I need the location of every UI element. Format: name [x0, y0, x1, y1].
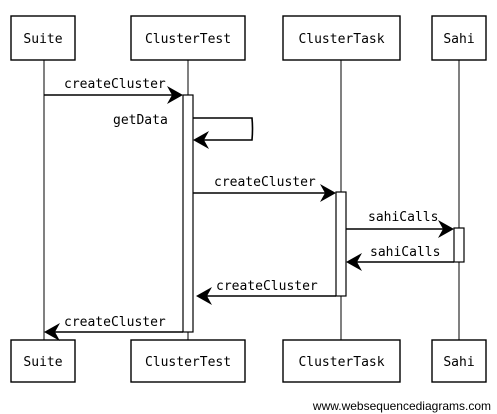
participant-suite-top: Suite [10, 15, 76, 61]
watermark-text: www.websequencediagrams.com [312, 399, 491, 413]
message-create-cluster-6: createCluster [196, 279, 336, 305]
participant-label: Sahi [443, 32, 474, 47]
arrow-head [196, 287, 212, 305]
message-label: createCluster [64, 77, 166, 92]
message-sahi-calls-5: sahiCalls [346, 245, 454, 271]
message-label: sahiCalls [368, 210, 438, 225]
participant-label: ClusterTask [298, 355, 384, 370]
participant-box [130, 15, 246, 61]
message-create-cluster-1: createCluster [44, 77, 183, 104]
message-label: createCluster [216, 279, 318, 294]
message-get-data-2: getData [113, 113, 254, 149]
participant-label: Suite [23, 355, 62, 370]
participant-box [431, 15, 487, 61]
arrow-head [320, 184, 336, 202]
participant-box [282, 15, 401, 61]
arrow-head [346, 253, 362, 271]
arrow-head [193, 131, 209, 149]
activation-cluster-test [182, 94, 194, 333]
activation-sahi [453, 227, 465, 263]
participant-suite-bottom: Suite [10, 339, 76, 383]
participant-box [10, 15, 76, 61]
message-label: createCluster [214, 175, 316, 190]
arrow-head [44, 323, 60, 341]
participant-label: ClusterTask [298, 32, 384, 47]
message-label: sahiCalls [370, 245, 440, 260]
participant-sahi-bottom: Sahi [431, 339, 487, 383]
message-sahi-calls-4: sahiCalls [346, 210, 454, 238]
activation-cluster-task [335, 191, 347, 297]
participant-box [282, 339, 401, 383]
participant-box [10, 339, 76, 383]
participant-label: Sahi [443, 355, 474, 370]
message-create-cluster-7: createCluster [44, 315, 183, 341]
participant-box [431, 339, 487, 383]
message-label: getData [113, 113, 168, 128]
participant-label: ClusterTest [145, 355, 231, 370]
participant-cluster-test-bottom: ClusterTest [130, 339, 246, 383]
participant-sahi-top: Sahi [431, 15, 487, 61]
participant-cluster-task-bottom: ClusterTask [282, 339, 401, 383]
participant-label: Suite [23, 32, 62, 47]
participant-cluster-task-top: ClusterTask [282, 15, 401, 61]
participant-label: ClusterTest [145, 32, 231, 47]
arrow-head [438, 220, 454, 238]
message-label: createCluster [64, 315, 166, 330]
participant-cluster-test-top: ClusterTest [130, 15, 246, 61]
message-line [193, 117, 254, 141]
arrow-head [167, 86, 183, 104]
participant-box [130, 339, 246, 383]
message-create-cluster-3: createCluster [193, 175, 336, 202]
